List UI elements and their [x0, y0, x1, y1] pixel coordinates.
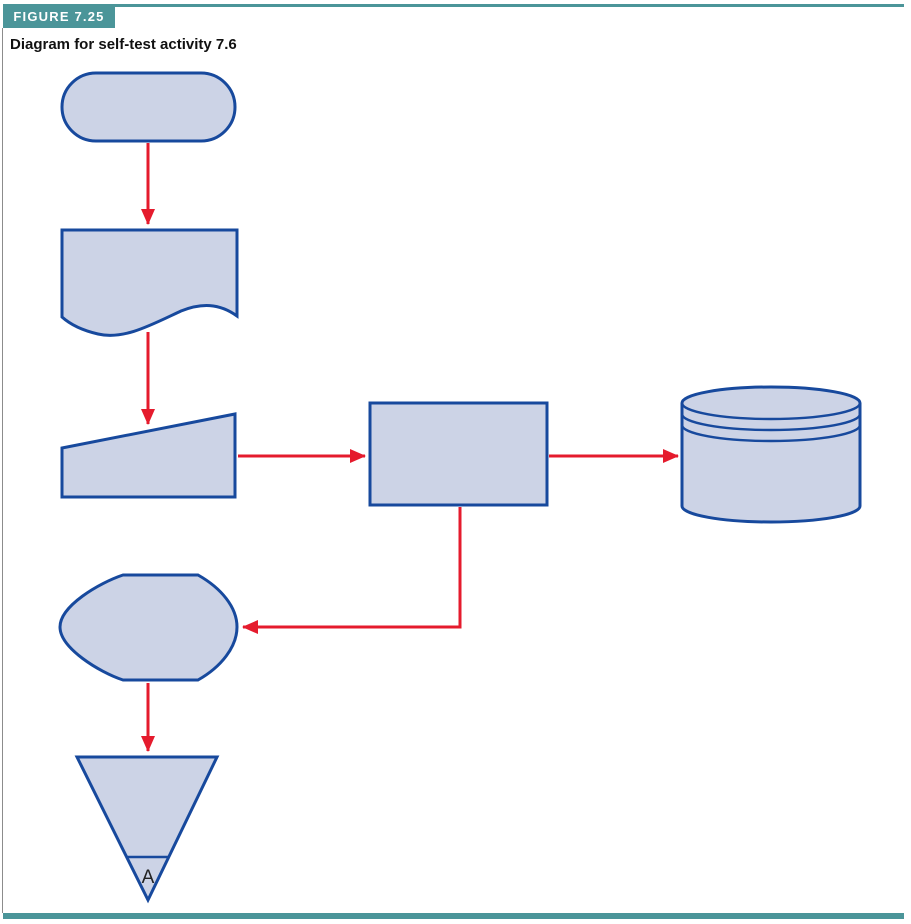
manual-input-shape — [60, 412, 237, 499]
top-rule — [3, 4, 904, 7]
figure-caption: Diagram for self-test activity 7.6 — [10, 36, 237, 53]
bottom-rule — [3, 913, 904, 919]
process-shape — [368, 401, 549, 507]
figure-left-border — [2, 28, 3, 913]
figure-number-label: FIGURE 7.25 — [3, 4, 115, 28]
storage-cylinder-rim-line — [680, 424, 862, 443]
display-shape — [58, 573, 239, 682]
storage-cylinder-rim-line — [680, 402, 862, 421]
document-shape — [60, 228, 239, 337]
terminator-shape — [60, 71, 237, 143]
storage-cylinder-shape — [680, 385, 862, 524]
file-sort-letter: A — [142, 867, 155, 888]
file-triangle-shape — [74, 755, 220, 904]
connector-process-to-display — [242, 507, 462, 634]
storage-cylinder-rim-line — [680, 413, 862, 432]
